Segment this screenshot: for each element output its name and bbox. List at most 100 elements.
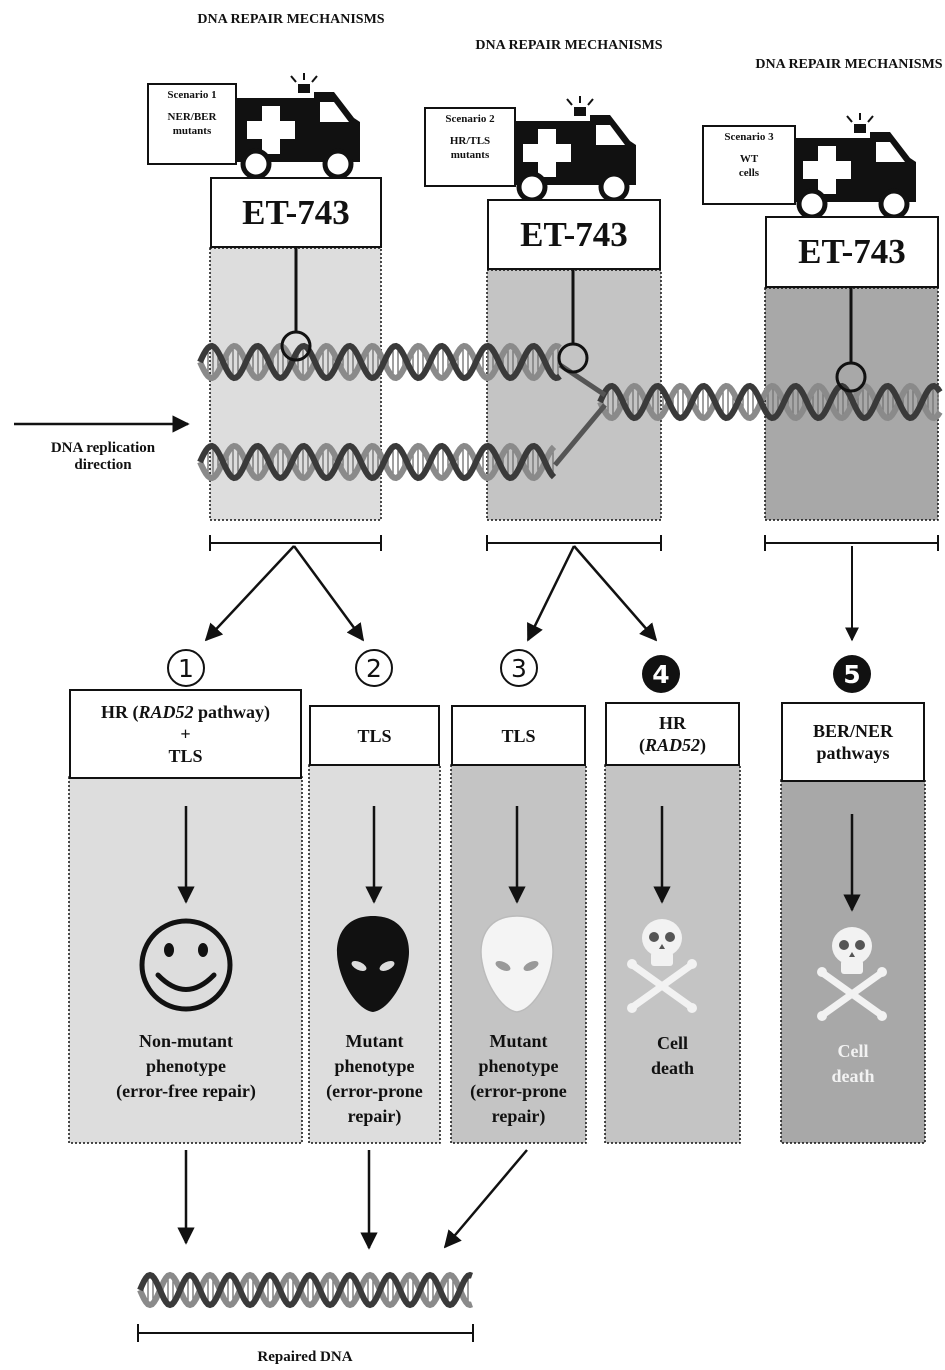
outcome-2-line2: phenotype bbox=[334, 1056, 415, 1076]
fork-strand-lower bbox=[553, 403, 607, 467]
branch-arrow-1 bbox=[204, 545, 295, 642]
pathway-2-label: TLS bbox=[309, 705, 440, 766]
scenario-title: Scenario 2 bbox=[445, 113, 495, 125]
bone-end bbox=[627, 959, 637, 969]
pathway-3-line1: TLS bbox=[501, 725, 536, 746]
siren-ray bbox=[867, 115, 874, 123]
skull-eye bbox=[855, 940, 865, 950]
outcome-2-line4: repair) bbox=[347, 1106, 402, 1126]
drug-box-3: ET-743 bbox=[765, 216, 939, 288]
outcome-5-text: Cell death bbox=[781, 1039, 925, 1089]
white-alien-icon bbox=[480, 915, 554, 1013]
helix-strand bbox=[597, 382, 943, 422]
dna-helix-fork bbox=[597, 382, 943, 422]
lesion-circle-1 bbox=[280, 330, 312, 362]
pathway-1-line3: TLS bbox=[168, 746, 203, 766]
outcome-1-line1: Non-mutant bbox=[138, 1031, 233, 1051]
smiley-icon bbox=[139, 918, 233, 1012]
bone-end bbox=[687, 959, 697, 969]
scenario-line-1: WT bbox=[739, 153, 759, 165]
outcome-1-line2: phenotype bbox=[145, 1056, 226, 1076]
bone bbox=[630, 962, 694, 1010]
repaired-dna-bracket bbox=[137, 1324, 474, 1342]
pathway-1-line1: HR (RAD52 pathway) bbox=[100, 702, 271, 722]
wheel bbox=[796, 188, 828, 220]
bone-end bbox=[687, 1003, 697, 1013]
bracket-1 bbox=[209, 535, 382, 551]
dna-helix-bottom bbox=[197, 442, 557, 482]
scenario-line-2: mutants bbox=[450, 149, 490, 161]
skull-crossbones-icon bbox=[817, 927, 887, 1021]
skull-eye bbox=[665, 932, 675, 942]
siren-ray bbox=[846, 115, 853, 123]
branch-arrow-2 bbox=[292, 545, 365, 642]
wheel bbox=[322, 148, 354, 180]
drug-label: ET-743 bbox=[242, 192, 350, 232]
helix-strand bbox=[597, 382, 943, 422]
cross-horizontal bbox=[523, 144, 571, 162]
siren bbox=[574, 107, 586, 116]
lesion-circle-3 bbox=[835, 361, 867, 393]
pathway-number-5: 5 bbox=[833, 655, 871, 693]
outcome-2-line1: Mutant bbox=[345, 1031, 404, 1051]
outcome-3-line2: phenotype bbox=[478, 1056, 559, 1076]
ambulance-icon bbox=[508, 96, 636, 203]
pathway-number-2: 2 bbox=[355, 649, 393, 687]
branch-arrow-3 bbox=[526, 545, 576, 642]
helix-strand bbox=[197, 342, 562, 382]
pathway-number-1: 1 bbox=[167, 649, 205, 687]
ambulance-icon bbox=[788, 113, 916, 220]
siren-ray bbox=[290, 75, 297, 83]
replication-label-line1: DNA replication bbox=[50, 440, 156, 456]
scenario-line-1: NER/BER bbox=[167, 111, 217, 123]
bone-end bbox=[877, 967, 887, 977]
outcome-2-text: Mutant phenotype (error-prone repair) bbox=[309, 1029, 440, 1129]
outcome-3-text: Mutant phenotype (error-prone repair) bbox=[451, 1029, 586, 1129]
bone-end bbox=[817, 1011, 827, 1021]
outcome-3-line3: (error-prone bbox=[470, 1081, 567, 1101]
siren bbox=[298, 84, 310, 93]
ambulance-window bbox=[320, 102, 349, 122]
outcome-1-line3: (error-free repair) bbox=[116, 1081, 256, 1101]
outcome-3-line1: Mutant bbox=[489, 1031, 548, 1051]
bracket-3 bbox=[764, 535, 939, 551]
lesion-circle-2 bbox=[557, 342, 589, 374]
pathway-5-line1: BER/NER bbox=[812, 721, 893, 741]
scenario-1-box: Scenario 1 NER/BER mutants bbox=[147, 83, 237, 165]
skull-crossbones-icon bbox=[627, 919, 697, 1013]
drug-label: ET-743 bbox=[798, 232, 906, 271]
pathway-3-label: TLS bbox=[451, 705, 586, 766]
wheel bbox=[240, 148, 272, 180]
siren bbox=[854, 124, 866, 133]
bracket-2 bbox=[486, 535, 662, 551]
repair-mechanisms-label-2: DNA REPAIR MECHANISMS bbox=[475, 38, 663, 53]
scenario-line-2: mutants bbox=[172, 125, 212, 137]
cross-horizontal bbox=[247, 121, 295, 139]
dna-helix-repaired bbox=[137, 1271, 473, 1309]
skull-jaw bbox=[841, 960, 863, 974]
wheel bbox=[878, 188, 910, 220]
skull-head bbox=[832, 927, 872, 965]
pathway-4-line1: HR bbox=[659, 713, 686, 733]
pathway-5-line2: pathways bbox=[816, 743, 890, 763]
wheel bbox=[516, 171, 548, 203]
outcome-2-line3: (error-prone bbox=[326, 1081, 423, 1101]
skull-jaw bbox=[651, 952, 673, 966]
scenario-title: Scenario 3 bbox=[724, 131, 774, 143]
skull-nose bbox=[659, 944, 665, 949]
repaired-dna-label: Repaired DNA bbox=[257, 1349, 353, 1365]
pathway-4-label: HR (RAD52) bbox=[605, 702, 740, 766]
ambulance-window bbox=[876, 142, 905, 162]
bone bbox=[820, 970, 884, 1018]
replication-direction-label: DNA replication direction bbox=[20, 440, 186, 474]
pathway-number-4: 4 bbox=[642, 655, 680, 693]
dna-helix-top bbox=[197, 342, 562, 382]
scenario-3-box: Scenario 3 WT cells bbox=[702, 125, 796, 205]
siren-ray bbox=[566, 98, 573, 106]
repair-mechanisms-label-3: DNA REPAIR MECHANISMS bbox=[755, 57, 943, 72]
scenario-title: Scenario 1 bbox=[167, 89, 217, 101]
cross-horizontal bbox=[803, 161, 851, 179]
black-alien-icon bbox=[336, 916, 410, 1012]
helix-strand bbox=[137, 1271, 473, 1309]
